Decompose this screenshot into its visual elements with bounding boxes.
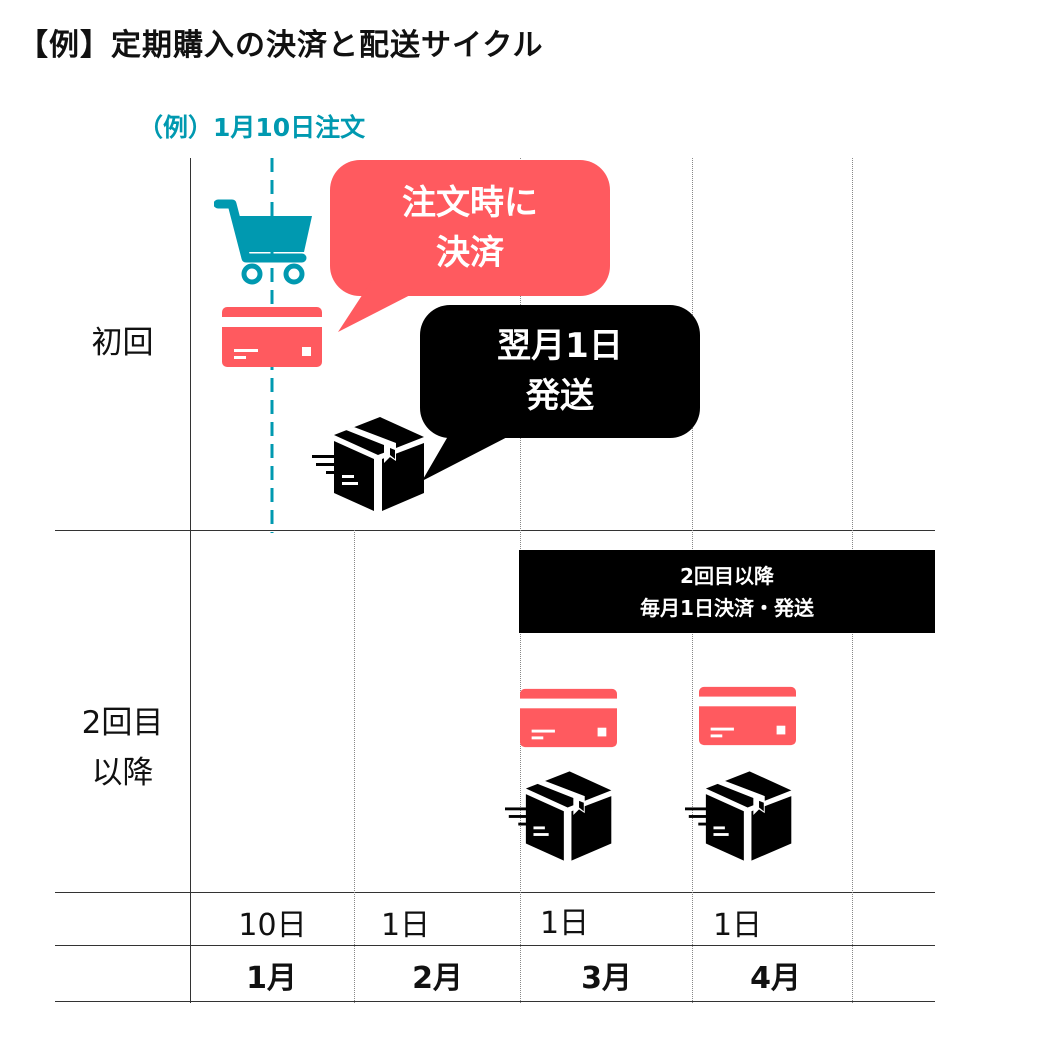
grid-line-h3 <box>55 945 935 946</box>
subsequent-banner-line1: 2回目以降 <box>680 563 774 588</box>
payment-bubble-line1: 注文時に <box>402 183 538 223</box>
grid-line-h2 <box>55 892 935 893</box>
cart-icon <box>214 199 312 285</box>
day-label-apr: 1日 <box>712 908 763 943</box>
month-label-feb: 2月 <box>412 961 463 996</box>
shipping-bubble-text: 翌月1日 発送 <box>420 306 700 436</box>
month-label-jan: 1月 <box>246 961 297 996</box>
shipping-bubble-line1: 翌月1日 <box>497 326 623 366</box>
diagram-title: 【例】定期購入の決済と配送サイクル <box>18 28 544 63</box>
order-date-label: （例）1月10日注文 <box>138 113 366 142</box>
package-icon <box>505 771 612 861</box>
credit-card-icon <box>520 688 617 748</box>
day-label-mar: 1日 <box>539 906 590 941</box>
row-label-subsequent: 2回目 以降 <box>55 698 190 798</box>
grid-line-v-feb <box>354 530 355 1003</box>
subsequent-banner: 2回目以降 毎月1日決済・発送 <box>519 550 935 633</box>
payment-bubble-shape <box>330 160 610 332</box>
subsequent-banner-line2: 毎月1日決済・発送 <box>640 595 814 620</box>
row-label-subsequent-line2: 以降 <box>91 755 154 791</box>
package-icon <box>312 417 424 511</box>
day-label-feb: 1日 <box>380 908 431 943</box>
grid-line-v-label <box>190 158 191 1003</box>
month-label-mar: 3月 <box>581 961 632 996</box>
month-label-apr: 4月 <box>750 961 801 996</box>
grid-line-h1 <box>55 530 935 531</box>
payment-bubble-line2: 決済 <box>436 233 504 273</box>
shipping-bubble-line2: 発送 <box>526 376 594 416</box>
payment-bubble-text: 注文時に 決済 <box>330 162 610 294</box>
grid-line-h4 <box>55 1001 935 1002</box>
package-icon <box>685 771 792 861</box>
day-label-jan: 10日 <box>238 908 307 943</box>
row-label-first: 初回 <box>91 325 154 361</box>
credit-card-icon <box>222 307 322 367</box>
row-label-subsequent-line1: 2回目 <box>81 705 164 741</box>
credit-card-icon <box>699 686 796 746</box>
shipping-bubble-shape <box>420 305 700 481</box>
